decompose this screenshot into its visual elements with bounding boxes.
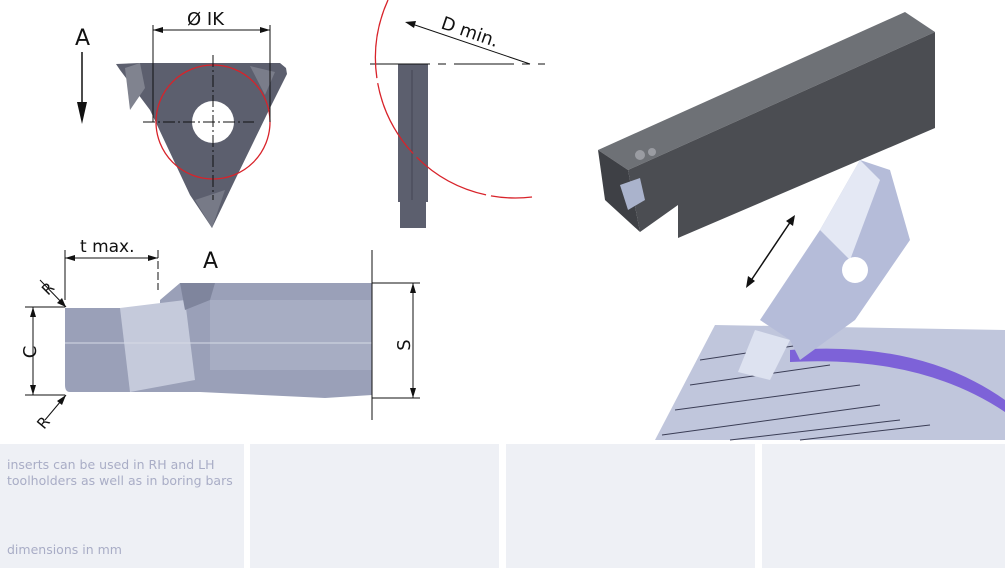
view-label-a-bottom: A xyxy=(203,249,218,274)
insert-profile-view: t max. A C S R R xyxy=(20,237,420,433)
view-label-a: A xyxy=(75,26,90,51)
view-arrow-a: A xyxy=(75,26,90,124)
tmax-label: t max. xyxy=(80,237,135,257)
r-bottom-label: R xyxy=(33,413,53,433)
insert-side-view: D min. xyxy=(370,0,545,228)
units-note: dimensions in mm xyxy=(7,542,122,557)
s-label: S xyxy=(394,339,415,350)
insert-usage-note: inserts can be used in RH and LH toolhol… xyxy=(7,457,233,488)
info-panel-4 xyxy=(762,444,1005,568)
insert-top-view: Ø IK xyxy=(116,9,287,228)
info-panel-2 xyxy=(250,444,499,568)
technical-drawing: A Ø IK D min. xyxy=(20,0,1005,441)
ik-label: Ø IK xyxy=(187,9,225,30)
toolholder-3d xyxy=(598,12,935,238)
info-panel-1: inserts can be used in RH and LH toolhol… xyxy=(0,444,244,568)
dmin-label: D min. xyxy=(438,13,501,52)
machining-3d xyxy=(655,160,1005,441)
info-panel-3 xyxy=(506,444,755,568)
c-label: C xyxy=(20,346,41,359)
